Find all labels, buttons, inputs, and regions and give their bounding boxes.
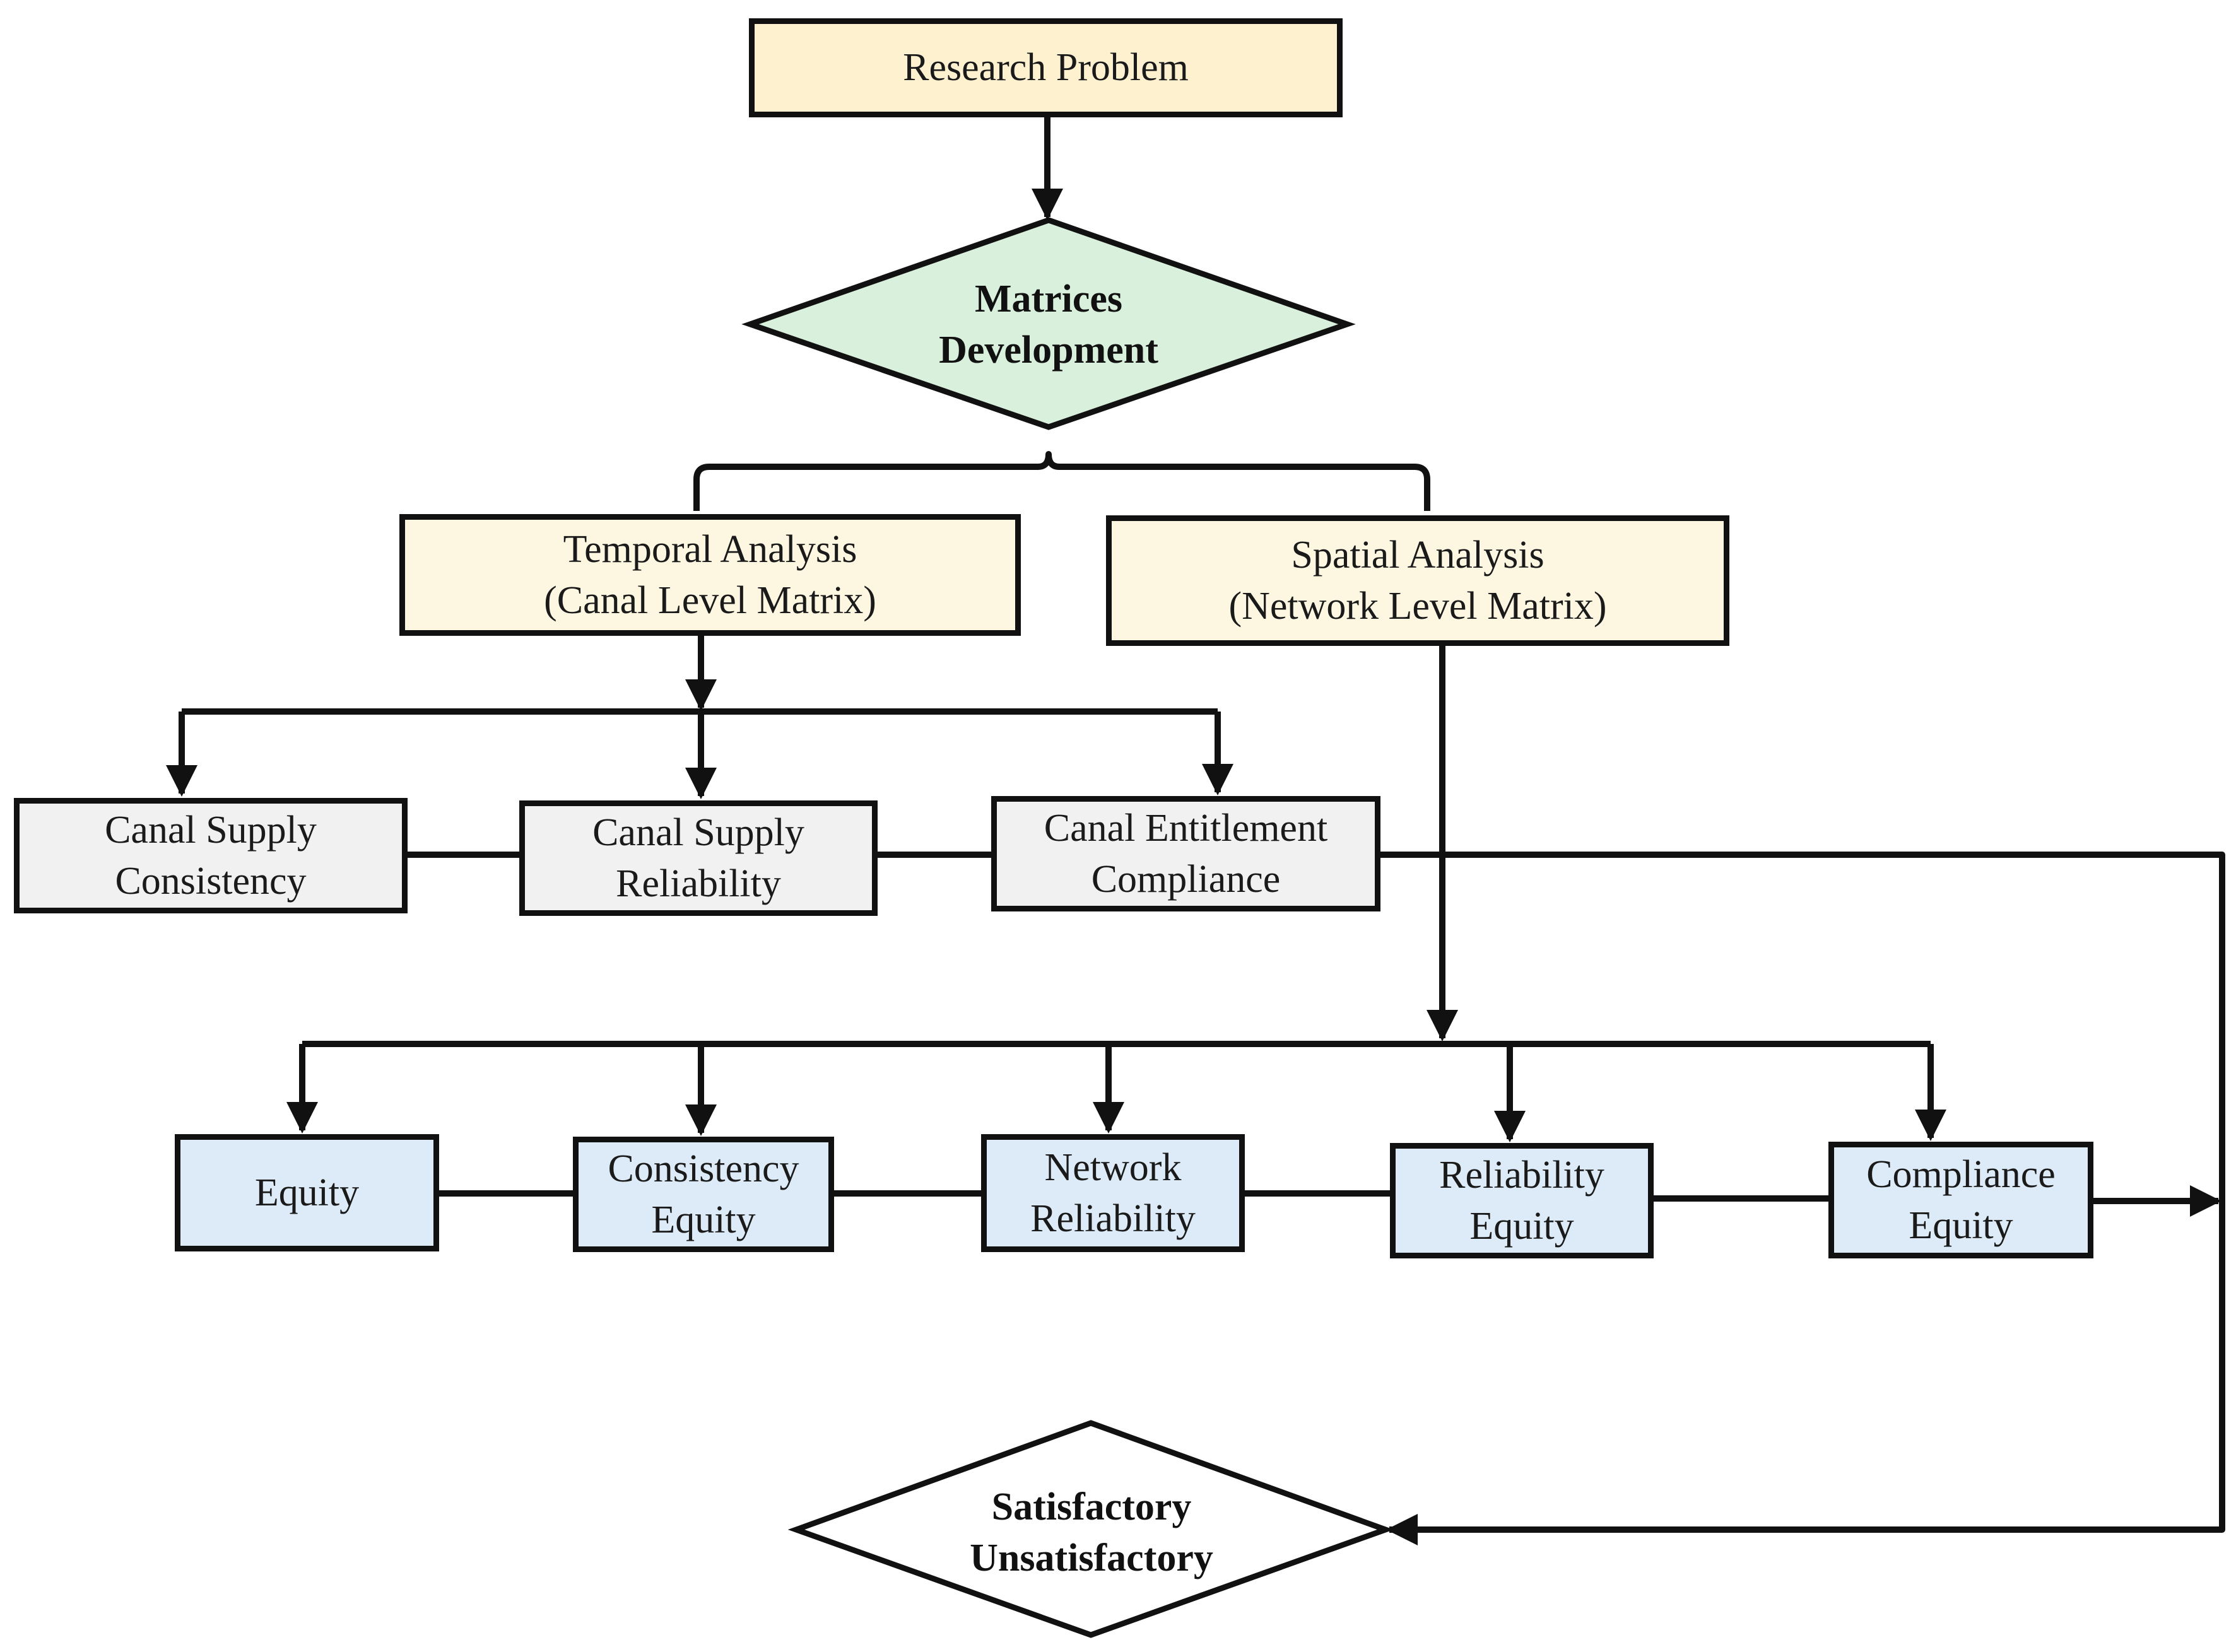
temporal-line1: Temporal Analysis [563, 527, 857, 571]
return-line-right [1380, 852, 2225, 1545]
reliability-equity-line2: Equity [1469, 1204, 1574, 1248]
matrices-diamond [741, 217, 1356, 430]
network-reliability-line1: Network [1044, 1145, 1182, 1189]
canal-compliance-line1: Canal Entitlement [1044, 806, 1328, 850]
research-problem-label: Research Problem [903, 46, 1189, 90]
canal-entitlement-compliance-box: Canal Entitlement Compliance [991, 796, 1380, 911]
matrices-line1: Matrices [974, 278, 1123, 321]
outcome-line2: Unsatisfactory [970, 1537, 1213, 1579]
matrices-line2: Development [939, 329, 1158, 372]
outcome-diamond [787, 1420, 1394, 1638]
spatial-analysis-box: Spatial Analysis (Network Level Matrix) [1106, 515, 1729, 646]
matrices-development-label: Matrices Development [820, 265, 1277, 385]
canal-reliability-line2: Reliability [616, 862, 781, 905]
temporal-line2: (Canal Level Matrix) [544, 578, 876, 622]
consistency-equity-line1: Consistency [608, 1147, 799, 1190]
outcome-line1: Satisfactory [991, 1485, 1192, 1529]
canal-supply-consistency-box: Canal Supply Consistency [14, 798, 408, 913]
network-reliability-box: Network Reliability [981, 1134, 1245, 1252]
reliability-equity-box: Reliability Equity [1390, 1143, 1654, 1258]
spatial-line1: Spatial Analysis [1291, 533, 1545, 577]
equity-box: Equity [175, 1134, 439, 1251]
compliance-equity-line2: Equity [1909, 1204, 2013, 1247]
network-reliability-line2: Reliability [1030, 1197, 1196, 1240]
canal-reliability-line1: Canal Supply [592, 811, 804, 854]
brace-matrices-to-analyses [693, 451, 1430, 511]
consistency-equity-box: Consistency Equity [573, 1137, 834, 1252]
spatial-line2: (Network Level Matrix) [1228, 584, 1607, 628]
outcome-label: Satisfactory Unsatisfactory [871, 1473, 1312, 1593]
canal-supply-reliability-box: Canal Supply Reliability [519, 800, 878, 916]
compliance-equity-box: Compliance Equity [1828, 1142, 2093, 1258]
compliance-equity-line1: Compliance [1866, 1152, 2056, 1196]
equity-label: Equity [254, 1171, 360, 1214]
canal-consistency-line1: Canal Supply [105, 808, 317, 852]
temporal-analysis-box: Temporal Analysis (Canal Level Matrix) [399, 514, 1021, 636]
research-problem-box: Research Problem [749, 18, 1343, 117]
reliability-equity-line1: Reliability [1439, 1153, 1604, 1197]
consistency-equity-line2: Equity [651, 1198, 756, 1241]
canal-consistency-line2: Consistency [115, 859, 307, 903]
canal-compliance-line2: Compliance [1091, 857, 1281, 901]
